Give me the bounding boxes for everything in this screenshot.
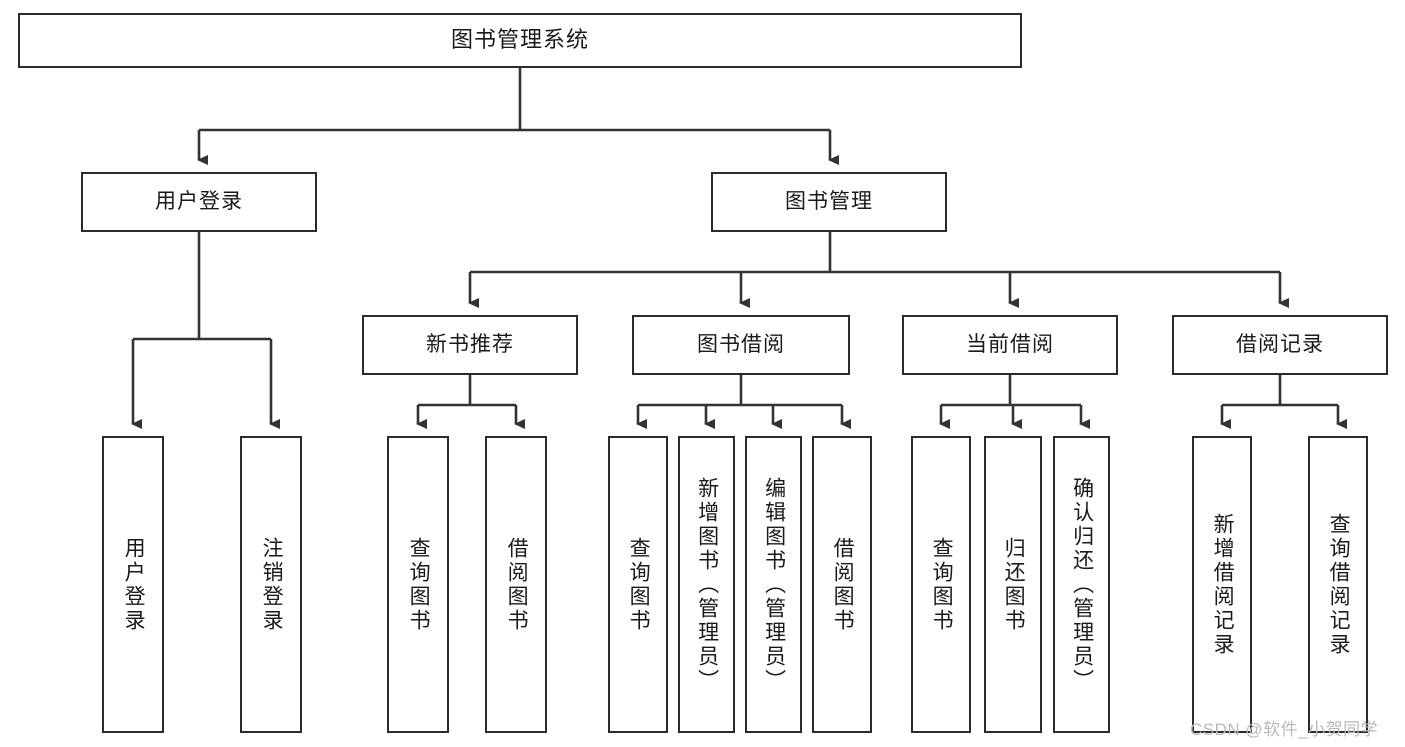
node-book-manage[interactable]: 图书管理 bbox=[711, 172, 947, 232]
node-label: 查询图书 bbox=[930, 536, 954, 633]
node-leaf-add-book-admin[interactable]: 新增图书（管理员） bbox=[678, 436, 735, 733]
node-root[interactable]: 图书管理系统 bbox=[18, 13, 1022, 68]
node-label: 编辑图书（管理员） bbox=[762, 476, 786, 693]
node-label: 借阅图书 bbox=[505, 536, 529, 633]
node-leaf-query-book-current[interactable]: 查询图书 bbox=[911, 436, 971, 733]
node-label: 新书推荐 bbox=[426, 333, 514, 357]
node-new-book-rec[interactable]: 新书推荐 bbox=[362, 315, 578, 375]
node-label: 查询图书 bbox=[407, 536, 431, 633]
node-label: 借阅记录 bbox=[1236, 333, 1324, 357]
node-label: 归还图书 bbox=[1002, 536, 1026, 633]
node-leaf-confirm-return-admin[interactable]: 确认归还（管理员） bbox=[1053, 436, 1110, 733]
node-label: 图书借阅 bbox=[697, 333, 785, 357]
node-label: 图书管理系统 bbox=[450, 27, 589, 53]
csdn-watermark: CSDN @软件_小贺同学 bbox=[1190, 720, 1379, 739]
node-leaf-add-borrow-record[interactable]: 新增借阅记录 bbox=[1192, 436, 1252, 733]
node-leaf-query-book-borrow[interactable]: 查询图书 bbox=[608, 436, 668, 733]
node-book-borrow[interactable]: 图书借阅 bbox=[632, 315, 850, 375]
node-label: 新增图书（管理员） bbox=[695, 476, 719, 693]
node-label: 用户登录 bbox=[155, 190, 243, 214]
node-label: 图书管理 bbox=[785, 190, 873, 214]
node-leaf-user-login[interactable]: 用户登录 bbox=[102, 436, 164, 733]
node-label: 当前借阅 bbox=[966, 333, 1054, 357]
node-label: 注销登录 bbox=[260, 536, 284, 633]
node-leaf-return-book[interactable]: 归还图书 bbox=[984, 436, 1042, 733]
node-borrow-record[interactable]: 借阅记录 bbox=[1172, 315, 1388, 375]
node-current-borrow[interactable]: 当前借阅 bbox=[902, 315, 1118, 375]
node-label: 确认归还（管理员） bbox=[1070, 476, 1094, 693]
node-leaf-borrow-book[interactable]: 借阅图书 bbox=[812, 436, 872, 733]
node-label: 用户登录 bbox=[122, 536, 146, 633]
node-label: 查询借阅记录 bbox=[1327, 512, 1351, 657]
node-leaf-user-logout[interactable]: 注销登录 bbox=[240, 436, 302, 733]
node-label: 新增借阅记录 bbox=[1211, 512, 1235, 657]
node-leaf-edit-book-admin[interactable]: 编辑图书（管理员） bbox=[745, 436, 802, 733]
node-leaf-query-book-rec[interactable]: 查询图书 bbox=[387, 436, 449, 733]
node-label: 查询图书 bbox=[627, 536, 651, 633]
node-user-login[interactable]: 用户登录 bbox=[81, 172, 317, 232]
node-leaf-query-borrow-record[interactable]: 查询借阅记录 bbox=[1308, 436, 1368, 733]
node-leaf-borrow-book-rec[interactable]: 借阅图书 bbox=[485, 436, 547, 733]
node-label: 借阅图书 bbox=[831, 536, 855, 633]
